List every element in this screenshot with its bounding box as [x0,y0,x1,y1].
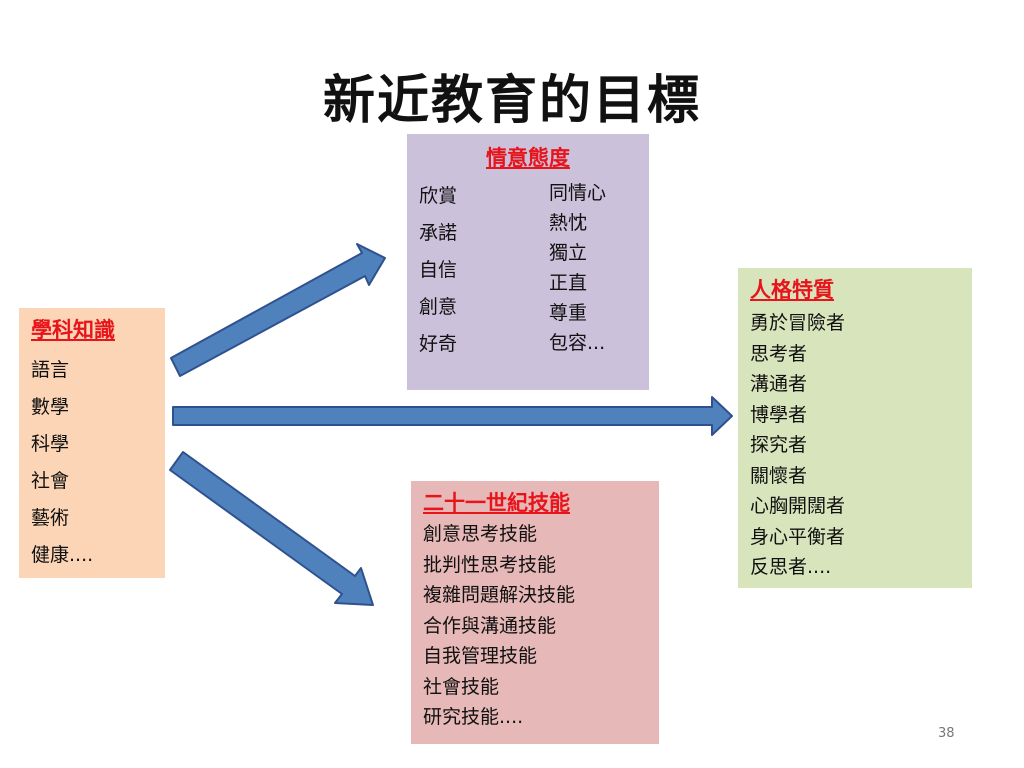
affect-item: 尊重 [549,302,588,324]
knowledge-heading: 學科知識 [31,318,115,342]
personality-item: 思考者 [750,342,808,365]
skills-heading: 二十一世紀技能 [423,491,570,515]
affect-item: 好奇 [419,333,458,355]
knowledge-item: 健康.... [31,544,94,566]
affect-column-left: 欣賞 承諾 自信 創意 好奇 [419,178,457,363]
personality-item: 勇於冒險者 [750,312,846,334]
personality-box: 人格特質 勇於冒險者 思考者 溝通者 博學者 探究者 關懷者 心胸開闊者 身心平… [738,268,972,588]
personality-heading: 人格特質 [750,278,834,302]
arrow-to-personality [172,396,733,436]
affect-item: 同情心 [549,182,607,204]
knowledge-item: 藝術 [31,507,70,529]
knowledge-item: 數學 [31,396,70,418]
personality-item: 關懷者 [750,464,808,487]
personality-item: 身心平衡者 [750,525,846,548]
skills-box: 二十一世紀技能 創意思考技能 批判性思考技能 複雜問題解決技能 合作與溝通技能 … [411,481,659,744]
skills-item: 複雜問題解決技能 [423,584,576,606]
skills-item: 自我管理技能 [423,645,538,667]
skills-item: 批判性思考技能 [423,553,557,576]
affect-item: 欣賞 [419,185,458,207]
personality-item: 博學者 [750,403,808,426]
skills-item: 創意思考技能 [423,523,538,545]
arrow-to-affect [170,243,386,377]
affect-item: 包容... [549,332,606,354]
skills-item: 合作與溝通技能 [423,614,557,637]
knowledge-box: 學科知識 語言 數學 科學 社會 藝術 健康.... [19,308,165,578]
skills-item: 研究技能.... [423,706,524,728]
personality-item: 心胸開闊者 [750,495,846,517]
skills-item: 社會技能 [423,675,500,698]
personality-item: 探究者 [750,434,808,456]
knowledge-item: 社會 [31,470,70,492]
affect-column-right: 同情心 熱忱 獨立 正直 尊重 包容... [549,178,606,358]
knowledge-item: 科學 [31,433,70,455]
affect-item: 創意 [419,296,458,318]
affect-box: 情意態度 欣賞 承諾 自信 創意 好奇 同情心 熱忱 獨立 正直 尊重 包容..… [407,134,649,390]
affect-heading: 情意態度 [486,146,570,170]
personality-item: 反思者.... [750,556,832,578]
slide-title: 新近教育的目標 [322,71,701,131]
arrow-to-skills [169,451,374,606]
page-number: 38 [938,726,955,741]
knowledge-item: 語言 [31,359,70,381]
affect-item: 承諾 [419,222,458,244]
affect-item: 自信 [419,259,458,281]
affect-item: 正直 [549,272,588,294]
affect-item: 熱忱 [549,212,588,234]
affect-item: 獨立 [549,242,588,264]
personality-item: 溝通者 [750,373,808,395]
